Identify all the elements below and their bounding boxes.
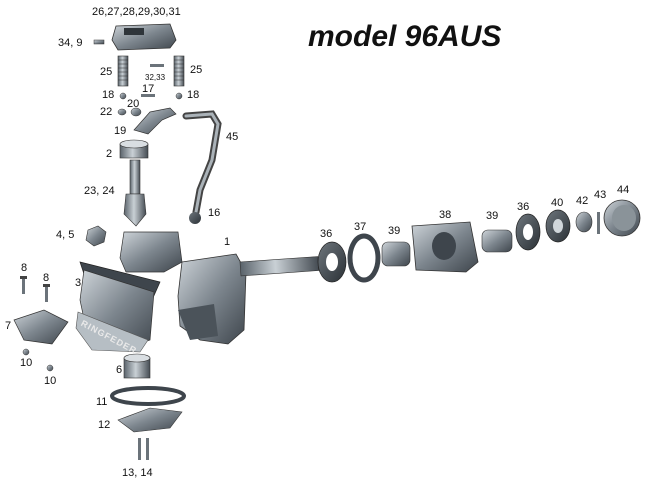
clamp-ring-11-part	[110, 386, 186, 406]
label-23-24: 23, 24	[84, 185, 115, 197]
label-44: 44	[617, 184, 630, 196]
label-8-left: 8	[21, 262, 28, 274]
small-bolt-part	[93, 39, 105, 45]
washer-20-part	[130, 107, 142, 117]
label-4-5: 4, 5	[56, 229, 75, 241]
nut-18-left-part	[119, 92, 127, 100]
spring-left-part	[117, 55, 129, 87]
nut-10-lower-part	[46, 364, 54, 372]
lever-19-part	[133, 107, 177, 135]
nut-18-right-part	[175, 92, 183, 100]
nut-42-part	[575, 211, 593, 233]
plate-7-part	[13, 309, 69, 345]
yoke-1-part	[177, 253, 320, 345]
label-16: 16	[208, 207, 221, 219]
pin-43-part	[597, 212, 600, 234]
label-3: 3	[75, 277, 82, 289]
label-18-right: 18	[187, 89, 200, 101]
label-12: 12	[98, 419, 111, 431]
label-8-right: 8	[43, 272, 50, 284]
flange-38-part	[411, 221, 479, 273]
spacer-39-left-part	[381, 241, 411, 267]
label-32-33: 32,33	[145, 73, 166, 82]
bolt-8-right-part	[43, 284, 50, 302]
pin-32-33-part	[150, 64, 164, 67]
label-39-right: 39	[486, 210, 499, 222]
diagram-title: model 96AUS	[308, 20, 502, 53]
label-25-right: 25	[190, 64, 203, 76]
handle-45-part	[182, 110, 222, 224]
label-18-left: 18	[102, 89, 115, 101]
label-19: 19	[114, 125, 127, 137]
label-17: 17	[142, 83, 155, 95]
cap-44-part	[603, 199, 641, 237]
label-13-14: 13, 14	[122, 467, 153, 479]
spacer-39-right-part	[481, 229, 513, 253]
label-7: 7	[5, 320, 12, 332]
label-34-9: 34, 9	[58, 37, 83, 49]
label-10-lower: 10	[44, 375, 57, 387]
label-6: 6	[116, 364, 123, 376]
coupling-housing-part	[75, 231, 183, 353]
label-11: 11	[96, 396, 108, 408]
label-25-left: 25	[100, 66, 113, 78]
coupling-pin-part	[123, 159, 147, 227]
label-39-left: 39	[388, 225, 401, 237]
ring-37-part	[347, 233, 381, 283]
base-plate-12-part	[117, 407, 183, 433]
nut-4-5-part	[85, 225, 107, 247]
label-38: 38	[439, 209, 452, 221]
bearing-36-right-part	[515, 213, 541, 251]
label-10-upper: 10	[20, 357, 33, 369]
label-36-left: 36	[320, 228, 333, 240]
top-cap-part	[111, 23, 177, 51]
spring-right-part	[173, 55, 185, 87]
label-42: 42	[576, 195, 589, 207]
bearing-36-left-part	[317, 241, 347, 283]
bearing-40-part	[545, 209, 571, 243]
label-22: 22	[100, 106, 113, 118]
bushing-2-part	[119, 139, 149, 159]
label-26-31: 26,27,28,29,30,31	[92, 6, 181, 18]
bushing-6-part	[123, 353, 151, 379]
pin-17-part	[141, 94, 155, 97]
label-37: 37	[354, 221, 367, 233]
label-1: 1	[224, 236, 231, 248]
label-40: 40	[551, 197, 564, 209]
label-20: 20	[127, 98, 140, 110]
label-2: 2	[106, 148, 113, 160]
bolts-13-14-part	[138, 438, 149, 460]
washer-22-part	[117, 108, 127, 116]
label-43: 43	[594, 189, 607, 201]
label-45: 45	[226, 131, 239, 143]
nut-10-upper-part	[22, 348, 30, 356]
bolt-8-left-part	[20, 276, 27, 294]
label-36-right: 36	[517, 201, 530, 213]
